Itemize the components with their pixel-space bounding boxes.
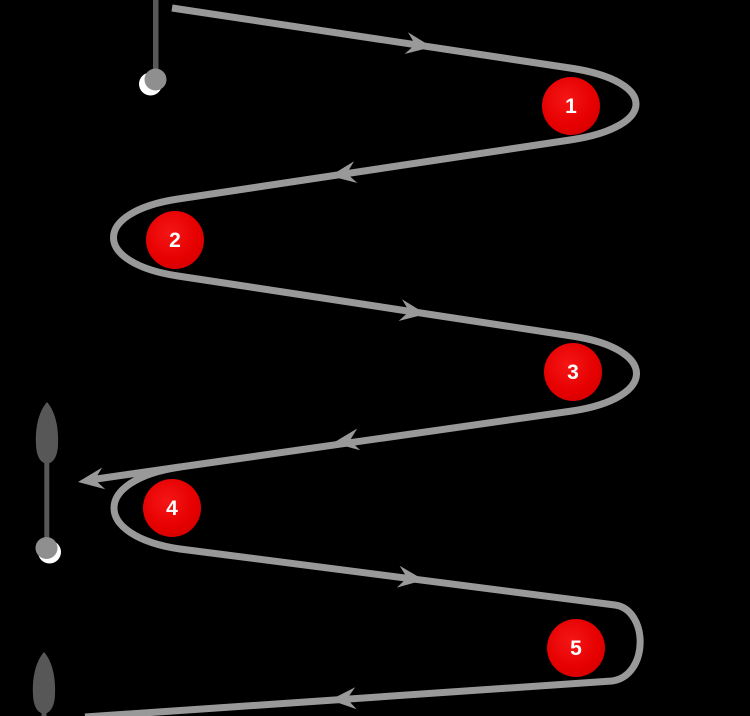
start-gate <box>139 0 167 96</box>
course-path <box>84 4 644 716</box>
mark-4: 4 <box>143 479 201 537</box>
arrow-left-icon <box>330 161 358 183</box>
mark-1-label: 1 <box>565 94 577 118</box>
gate-ball-icon <box>35 537 58 559</box>
gate-boat-icon <box>32 652 56 714</box>
arrow-left-icon <box>333 428 361 451</box>
arrow-right-icon <box>398 299 426 321</box>
gate-stem <box>41 711 47 716</box>
mark-5: 5 <box>547 619 605 677</box>
mark-3: 3 <box>544 343 602 401</box>
finish-arrow-left-icon <box>78 467 106 490</box>
bottom-gate <box>32 652 56 716</box>
mark-1: 1 <box>542 77 600 135</box>
gate-boat-icon <box>35 402 59 464</box>
mark-5-label: 5 <box>570 636 582 660</box>
mark-2: 2 <box>146 211 204 269</box>
mark-2-label: 2 <box>169 228 181 252</box>
finish-gate <box>35 402 61 564</box>
mark-3-label: 3 <box>567 360 579 384</box>
gate-stem <box>44 461 50 541</box>
start-ball-icon <box>144 68 167 91</box>
arrow-right-icon <box>396 565 424 588</box>
arrow-right-icon <box>404 32 432 54</box>
start-pole <box>153 0 159 74</box>
finish-branch-path <box>91 463 181 484</box>
arrow-left-icon <box>330 687 357 710</box>
mark-4-label: 4 <box>166 496 178 520</box>
direction-arrows <box>78 32 432 710</box>
